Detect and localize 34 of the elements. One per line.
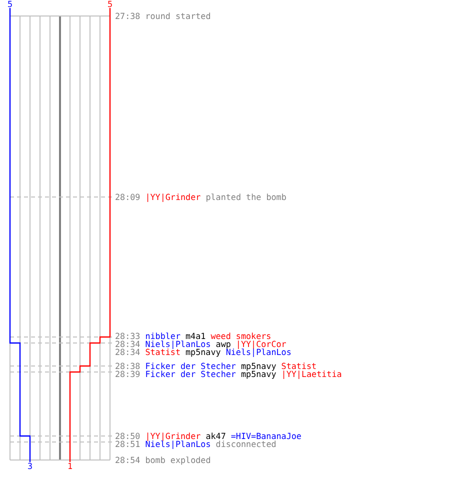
timestamp: 28:54 [115, 454, 140, 464]
player-name: Niels|PlanLos [145, 338, 211, 348]
timestamp: 28:38 [115, 360, 140, 370]
player-name: Ficker der Stecher [145, 368, 236, 378]
timestamp: 28:39 [115, 368, 140, 378]
player-count: 1 [68, 462, 73, 470]
player-count: 3 [28, 462, 33, 470]
event-text: bomb exploded [145, 454, 211, 464]
player-name: |YY|CorCor [236, 338, 286, 348]
weapon-name: mp5navy [240, 360, 276, 370]
weapon-name: m4a1 [186, 330, 206, 340]
player-name: weed smokers [210, 330, 272, 340]
timestamp: 28:51 [115, 438, 140, 448]
timestamp: 28:33 [115, 330, 140, 340]
weapon-name: mp5navy [186, 346, 221, 356]
player-name: Ficker der Stecher [145, 360, 236, 370]
player-name: =HIV=BananaJoe [230, 430, 302, 440]
weapon-name: ak47 [206, 430, 226, 440]
event-text: round started [145, 10, 211, 20]
timestamp: 27:38 [115, 10, 140, 20]
player-name: |YY|Grinder [145, 192, 201, 202]
event-text: planted the bomb [206, 192, 286, 202]
player-count: 5 [8, 0, 13, 8]
timestamp: 28:09 [115, 192, 140, 202]
timestamp: 28:50 [115, 430, 140, 440]
player-name: |YY|Laetitia [281, 368, 342, 378]
player-name: nibbler [145, 330, 181, 340]
event-text: disconnected [216, 438, 276, 448]
timestamp: 28:34 [115, 338, 140, 348]
player-name: Statist [281, 360, 317, 370]
weapon-name: awp [216, 338, 231, 348]
timestamp: 28:34 [115, 346, 140, 356]
player-count: 5 [108, 0, 113, 8]
player-name: |YY|Grinder [145, 430, 201, 440]
